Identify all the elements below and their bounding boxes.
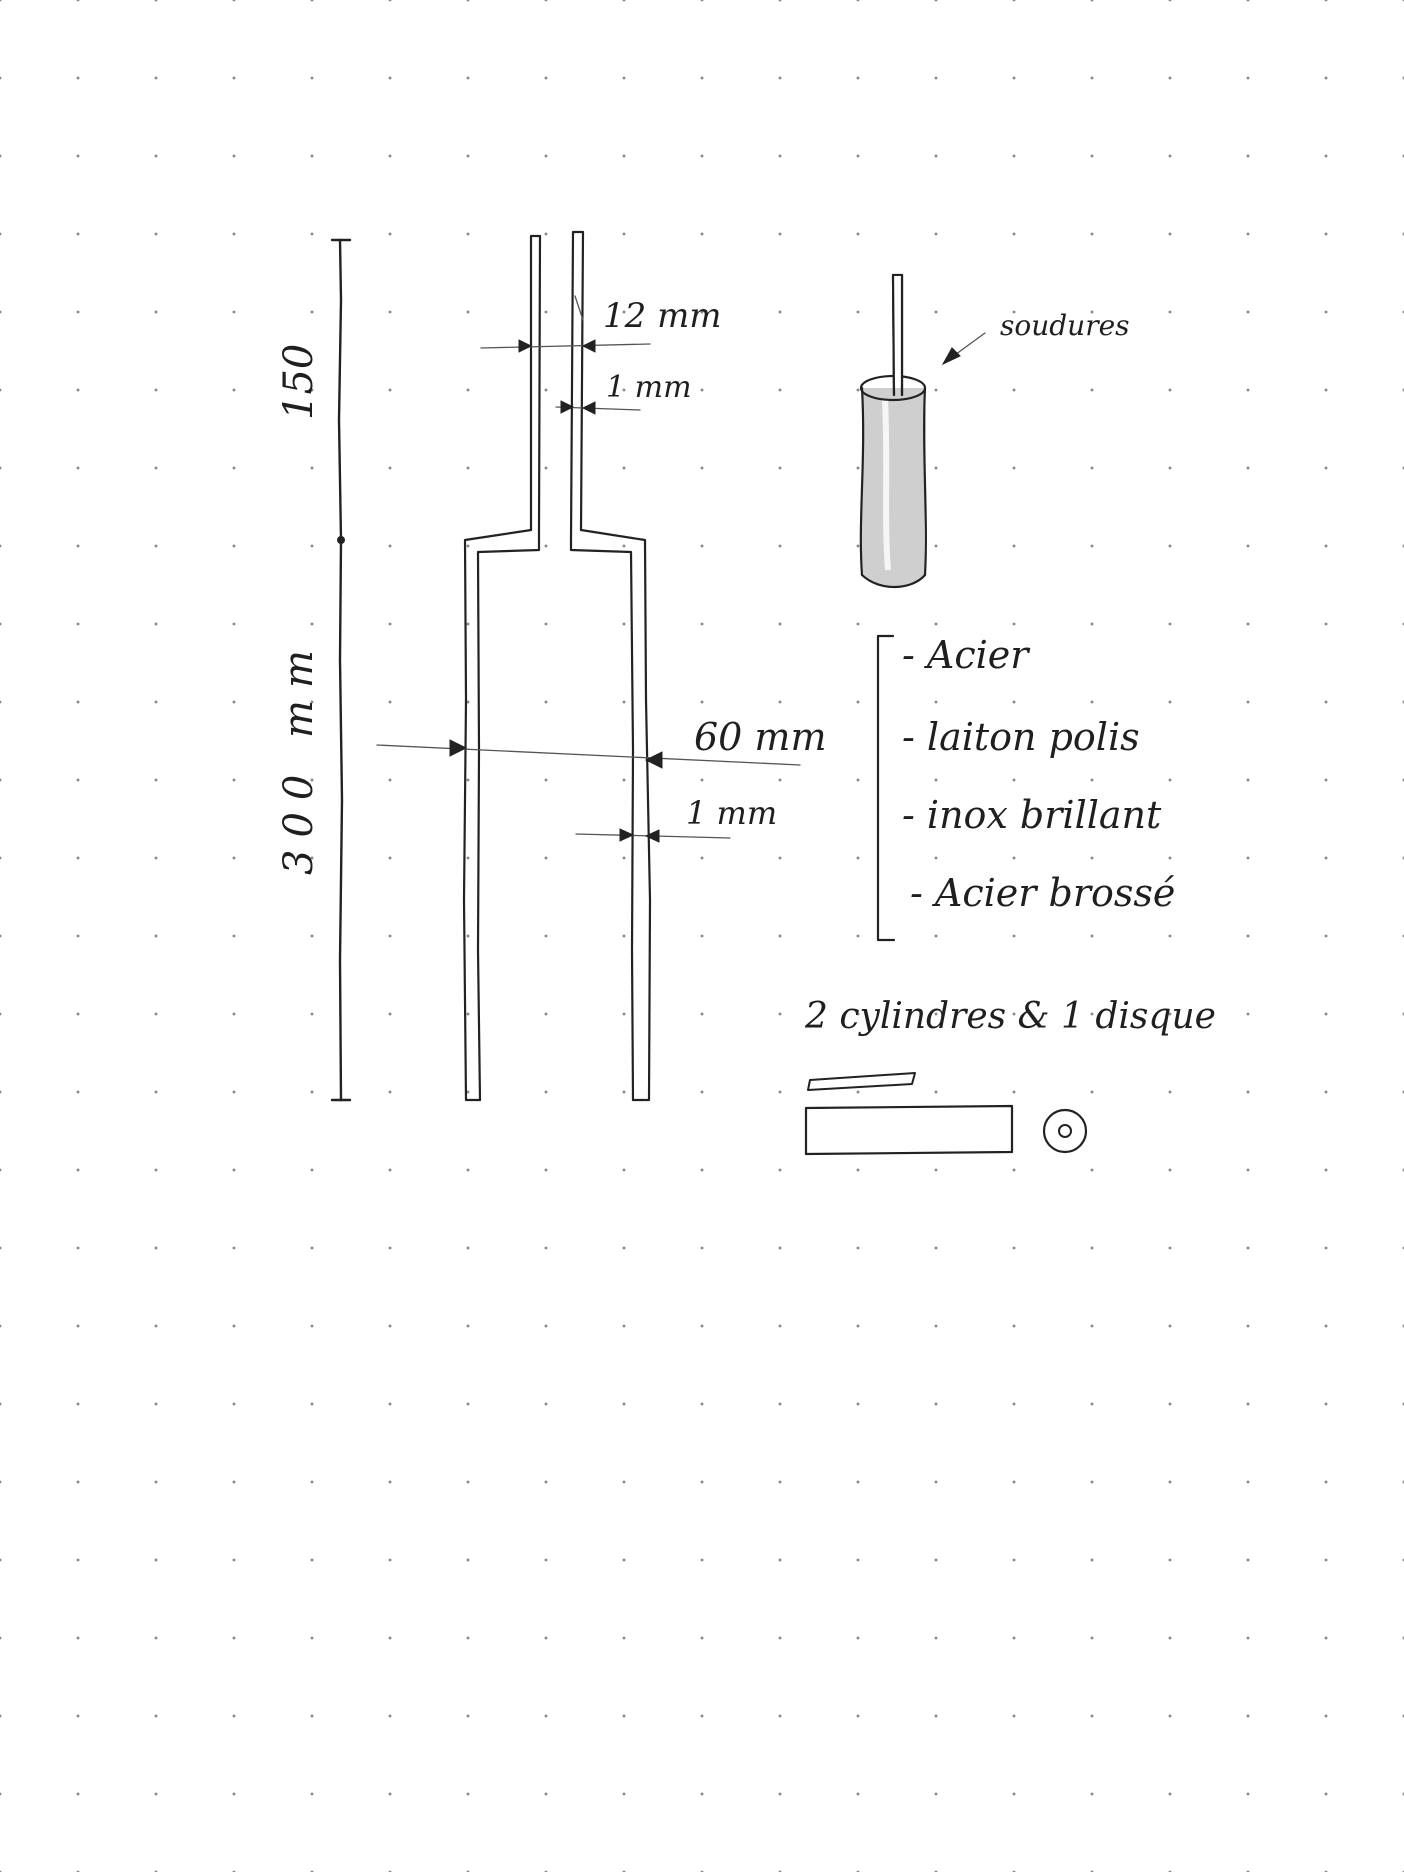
dim-small-diameter bbox=[480, 295, 651, 353]
large-cylinder-shape bbox=[804, 1104, 1014, 1156]
parts-note: 2 cylindres & 1 disque bbox=[804, 996, 1216, 1037]
dim-small-wall bbox=[555, 400, 641, 415]
material-item-4: - Acier brossé bbox=[910, 871, 1175, 915]
dim-label-1mm-small: 1 mm bbox=[606, 370, 692, 405]
dim-large-diameter bbox=[376, 739, 801, 769]
dim-label-300mm: 300 mm bbox=[276, 638, 322, 875]
large-tube bbox=[462, 528, 652, 1102]
disc-hole bbox=[1058, 1124, 1072, 1138]
cylinder-sketch bbox=[859, 273, 927, 589]
disc-shape bbox=[1042, 1108, 1088, 1154]
small-tube bbox=[529, 230, 585, 542]
parts-sketch bbox=[804, 1072, 1088, 1156]
dim-label-1mm-large: 1 mm bbox=[686, 794, 777, 832]
height-dimension-line bbox=[330, 238, 352, 1102]
dim-large-wall bbox=[575, 828, 731, 843]
materials-bracket bbox=[876, 634, 896, 942]
material-item-2: - laiton polis bbox=[902, 715, 1140, 759]
dim-label-12mm: 12 mm bbox=[603, 296, 722, 336]
material-item-1: - Acier bbox=[902, 633, 1031, 677]
weld-label: soudures bbox=[1000, 309, 1130, 342]
dim-label-60mm: 60 mm bbox=[694, 715, 827, 759]
material-item-3: - inox brillant bbox=[902, 793, 1162, 837]
weld-arrow bbox=[941, 332, 986, 366]
mid-tick-mark bbox=[337, 536, 345, 544]
thin-cylinder-shape bbox=[807, 1072, 916, 1091]
dim-label-150: 150 bbox=[276, 344, 322, 420]
